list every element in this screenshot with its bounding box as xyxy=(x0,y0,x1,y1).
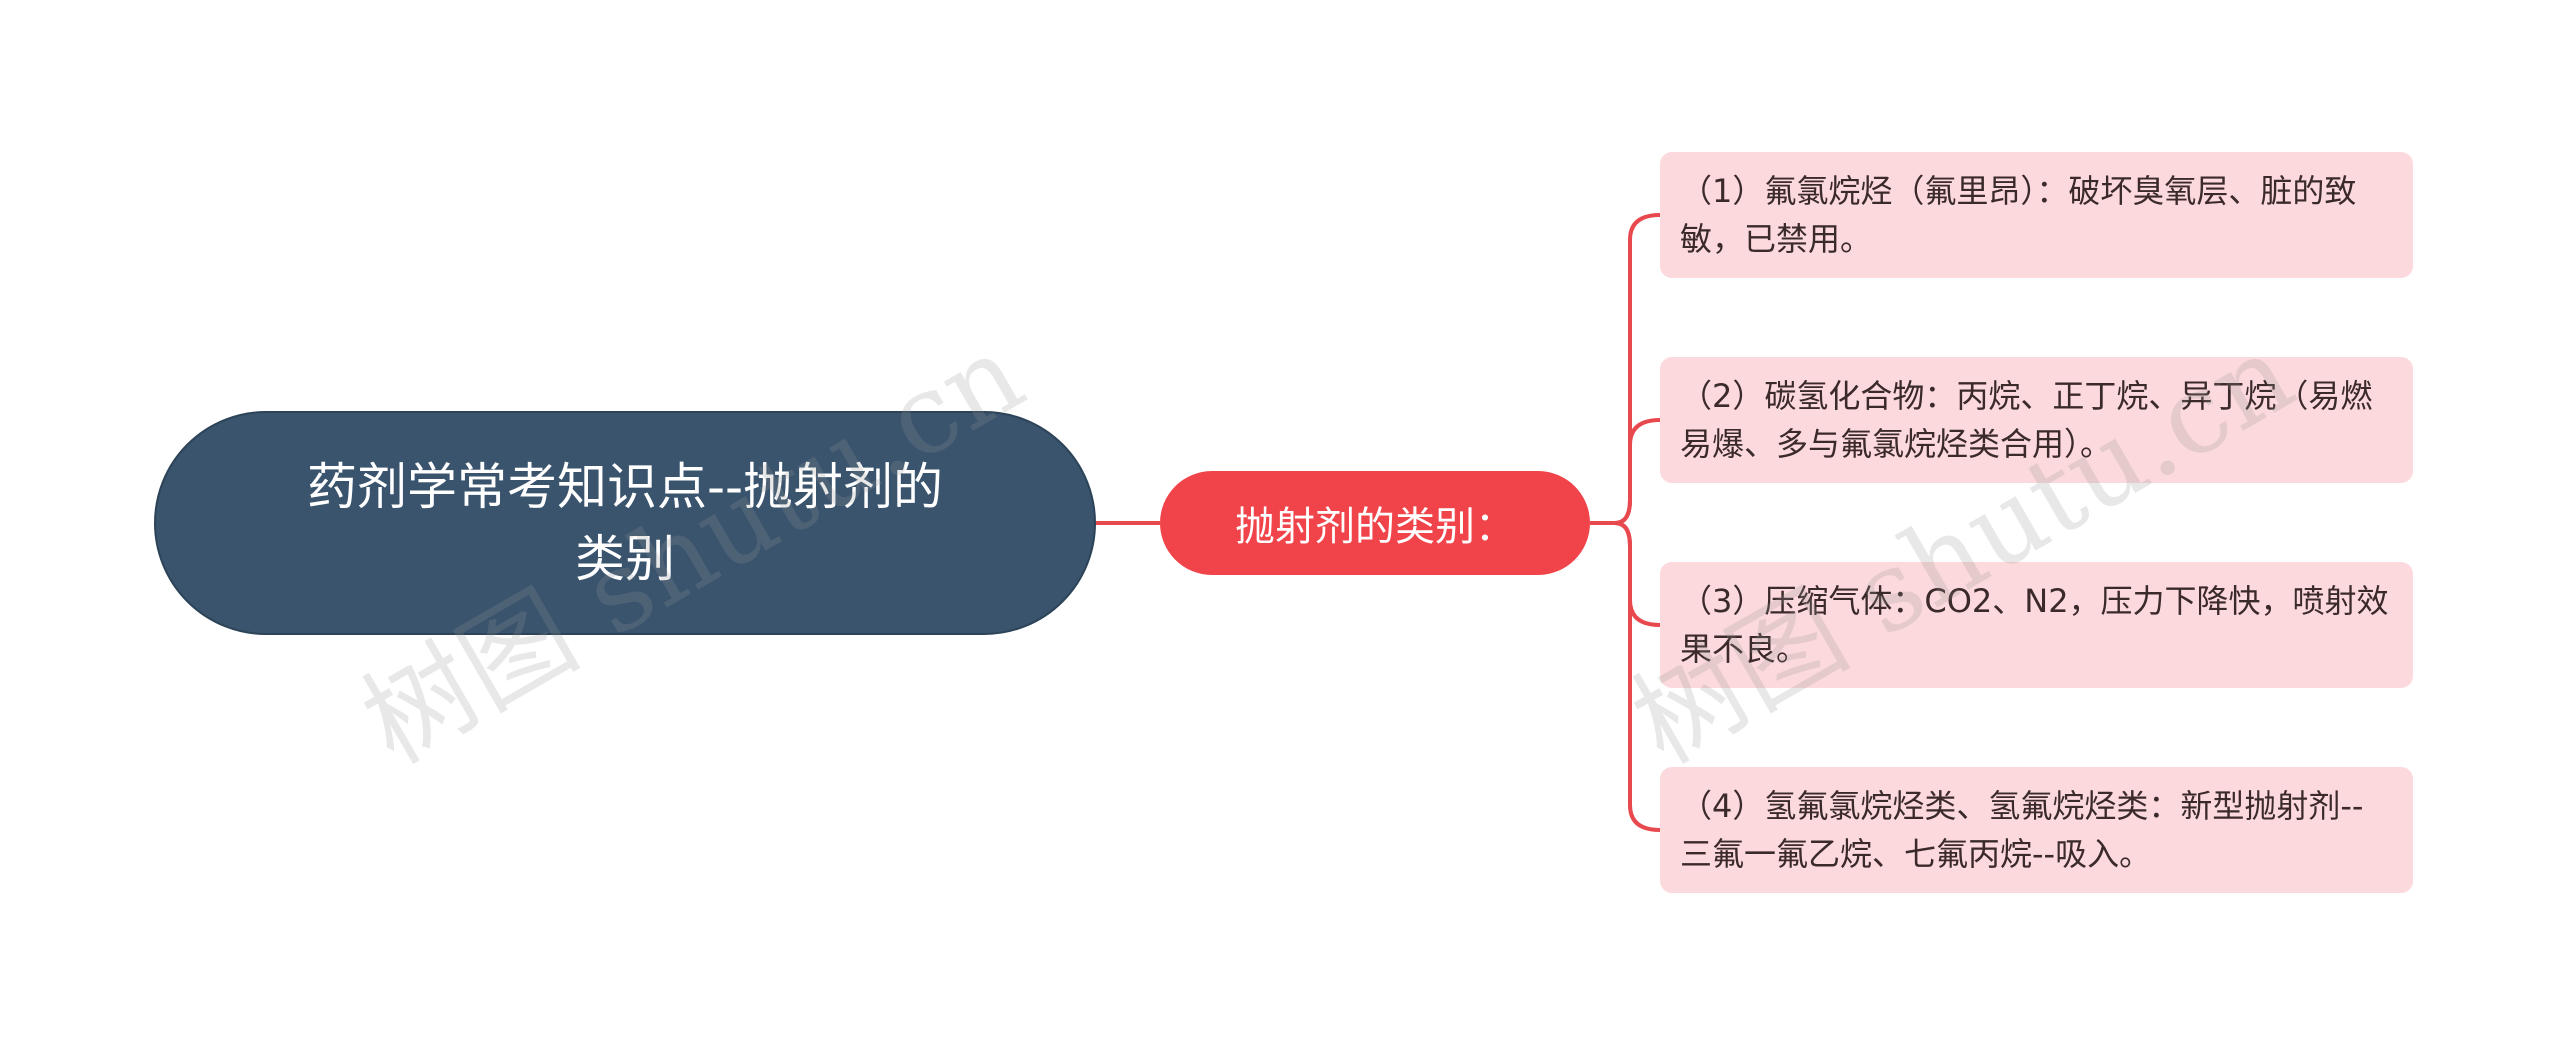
leaf-topic-2[interactable]: （2）碳氢化合物：丙烷、正丁烷、异丁烷（易燃易爆、多与氟氯烷烃类合用）。 xyxy=(1660,357,2413,483)
category-to-leaf-1-line xyxy=(1590,213,1661,525)
category-topic[interactable]: 抛射剂的类别： xyxy=(1160,471,1590,575)
category-to-leaf-4-line xyxy=(1590,521,1661,832)
category-to-leaf-2-line xyxy=(1590,418,1661,525)
leaf-topic-1[interactable]: （1）氟氯烷烃（氟里昂）：破坏臭氧层、脏的致敏，已禁用。 xyxy=(1660,152,2413,278)
leaf-topic-4-label: （4）氢氟氯烷烃类、氢氟烷烃类：新型抛射剂--三氟一氟乙烷、七氟丙烷--吸入。 xyxy=(1680,787,2364,873)
leaf-topic-2-label: （2）碳氢化合物：丙烷、正丁烷、异丁烷（易燃易爆、多与氟氯烷烃类合用）。 xyxy=(1680,377,2373,463)
root-topic[interactable]: 药剂学常考知识点--抛射剂的类别 xyxy=(154,411,1096,635)
leaf-topic-3[interactable]: （3）压缩气体：CO2、N2，压力下降快，喷射效果不良。 xyxy=(1660,562,2413,688)
leaf-topic-3-label: （3）压缩气体：CO2、N2，压力下降快，喷射效果不良。 xyxy=(1680,582,2389,668)
root-topic-label: 药剂学常考知识点--抛射剂的类别 xyxy=(306,458,944,588)
leaf-topic-1-label: （1）氟氯烷烃（氟里昂）：破坏臭氧层、脏的致敏，已禁用。 xyxy=(1680,172,2357,258)
leaf-topic-4[interactable]: （4）氢氟氯烷烃类、氢氟烷烃类：新型抛射剂--三氟一氟乙烷、七氟丙烷--吸入。 xyxy=(1660,767,2413,893)
category-to-leaf-3-line xyxy=(1590,521,1661,627)
category-topic-label: 抛射剂的类别： xyxy=(1235,504,1515,550)
